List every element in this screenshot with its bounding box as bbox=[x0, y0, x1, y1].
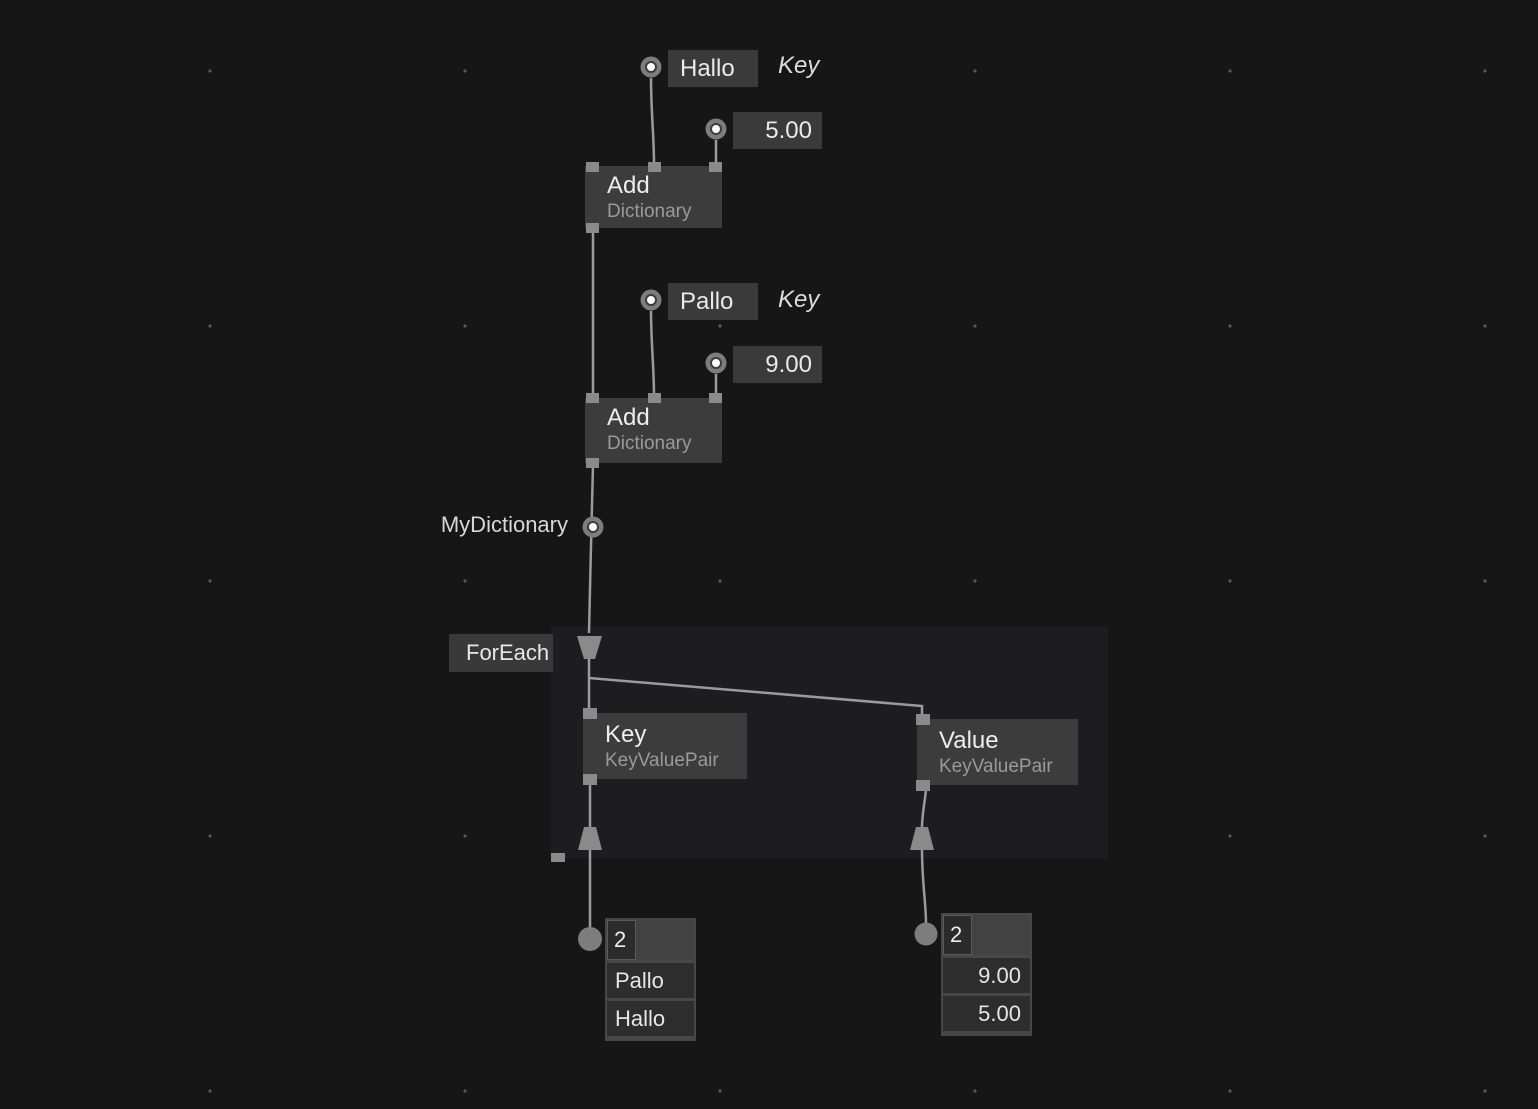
node-title: Key bbox=[605, 721, 647, 748]
iobox-string-hallo[interactable]: Hallo bbox=[668, 50, 758, 87]
pin-value-9[interactable] bbox=[705, 352, 727, 374]
foreach-output-splicer-right[interactable] bbox=[910, 827, 934, 850]
foreach-region-label[interactable]: ForEach bbox=[449, 634, 553, 672]
node-subtitle: Dictionary bbox=[607, 433, 692, 454]
add1-input-pin-key[interactable] bbox=[648, 162, 661, 172]
spread-header-space bbox=[972, 915, 1030, 955]
spread-row[interactable]: Hallo bbox=[607, 1001, 694, 1036]
add2-input-pin-dictionary[interactable] bbox=[586, 393, 599, 403]
value-input-pin[interactable] bbox=[916, 714, 930, 725]
values-spread-input-dot[interactable] bbox=[914, 922, 938, 946]
value-output-pin[interactable] bbox=[916, 780, 930, 791]
spread-header-space bbox=[636, 920, 694, 960]
wire-hallo-to-add1[interactable] bbox=[649, 77, 656, 165]
node-title: Add bbox=[607, 172, 650, 199]
pin-mydictionary[interactable] bbox=[582, 516, 604, 538]
pin-core bbox=[710, 123, 722, 135]
spread-iobox-keys[interactable]: 2 Pallo Hallo bbox=[605, 918, 696, 1041]
wire-output-to-values-spread[interactable] bbox=[920, 848, 928, 925]
pin-label-key-2[interactable]: Key bbox=[778, 286, 820, 313]
node-subtitle: Dictionary bbox=[607, 201, 692, 222]
pin-core bbox=[645, 294, 657, 306]
pin-core bbox=[645, 61, 657, 73]
pin-label-key-1[interactable]: Key bbox=[778, 52, 820, 79]
spread-header: 2 bbox=[607, 920, 694, 960]
pin-pallo[interactable] bbox=[640, 289, 662, 311]
foreach-region-handle[interactable] bbox=[551, 853, 565, 862]
add2-output-pin[interactable] bbox=[586, 458, 599, 468]
add1-output-pin[interactable] bbox=[586, 223, 599, 233]
node-key-keyvaluepair[interactable]: Key KeyValuePair bbox=[583, 713, 747, 779]
wire-pallo-to-add2[interactable] bbox=[649, 310, 656, 397]
key-input-pin[interactable] bbox=[583, 708, 597, 719]
iobox-value-9[interactable]: 9.00 bbox=[733, 346, 822, 383]
wire-value-to-output-splicer[interactable] bbox=[920, 788, 928, 829]
iobox-value-5[interactable]: 5.00 bbox=[733, 112, 822, 149]
pin-core bbox=[710, 357, 722, 369]
spread-count[interactable]: 2 bbox=[607, 920, 636, 960]
node-add-dictionary-2[interactable]: Add Dictionary bbox=[585, 398, 722, 463]
add1-input-pin-dictionary[interactable] bbox=[586, 162, 599, 172]
add1-input-pin-value[interactable] bbox=[709, 162, 722, 172]
node-value-keyvaluepair[interactable]: Value KeyValuePair bbox=[917, 719, 1078, 785]
add2-input-pin-value[interactable] bbox=[709, 393, 722, 403]
wire-splicer-to-value[interactable] bbox=[588, 676, 924, 716]
keys-spread-input-dot[interactable] bbox=[578, 927, 602, 951]
node-add-dictionary-1[interactable]: Add Dictionary bbox=[585, 166, 722, 228]
add2-input-pin-key[interactable] bbox=[648, 393, 661, 403]
node-title: Add bbox=[607, 404, 650, 431]
link-label-mydictionary[interactable]: MyDictionary bbox=[440, 512, 568, 537]
node-subtitle: KeyValuePair bbox=[939, 756, 1053, 777]
pin-core bbox=[587, 521, 599, 533]
node-subtitle: KeyValuePair bbox=[605, 750, 719, 771]
spread-row[interactable]: Pallo bbox=[607, 963, 694, 998]
foreach-input-splicer[interactable] bbox=[577, 636, 602, 659]
foreach-output-splicer-left[interactable] bbox=[578, 827, 602, 850]
node-title: Value bbox=[939, 727, 999, 754]
wire-add2-to-foreach[interactable] bbox=[587, 464, 595, 634]
spread-row[interactable]: 5.00 bbox=[943, 996, 1030, 1031]
key-output-pin[interactable] bbox=[583, 774, 597, 785]
pin-value-5[interactable] bbox=[705, 118, 727, 140]
spread-row[interactable]: 9.00 bbox=[943, 958, 1030, 993]
spread-iobox-values[interactable]: 2 9.00 5.00 bbox=[941, 913, 1032, 1036]
spread-count[interactable]: 2 bbox=[943, 915, 972, 955]
spread-header: 2 bbox=[943, 915, 1030, 955]
iobox-string-pallo[interactable]: Pallo bbox=[668, 283, 758, 320]
pin-hallo[interactable] bbox=[640, 56, 662, 78]
